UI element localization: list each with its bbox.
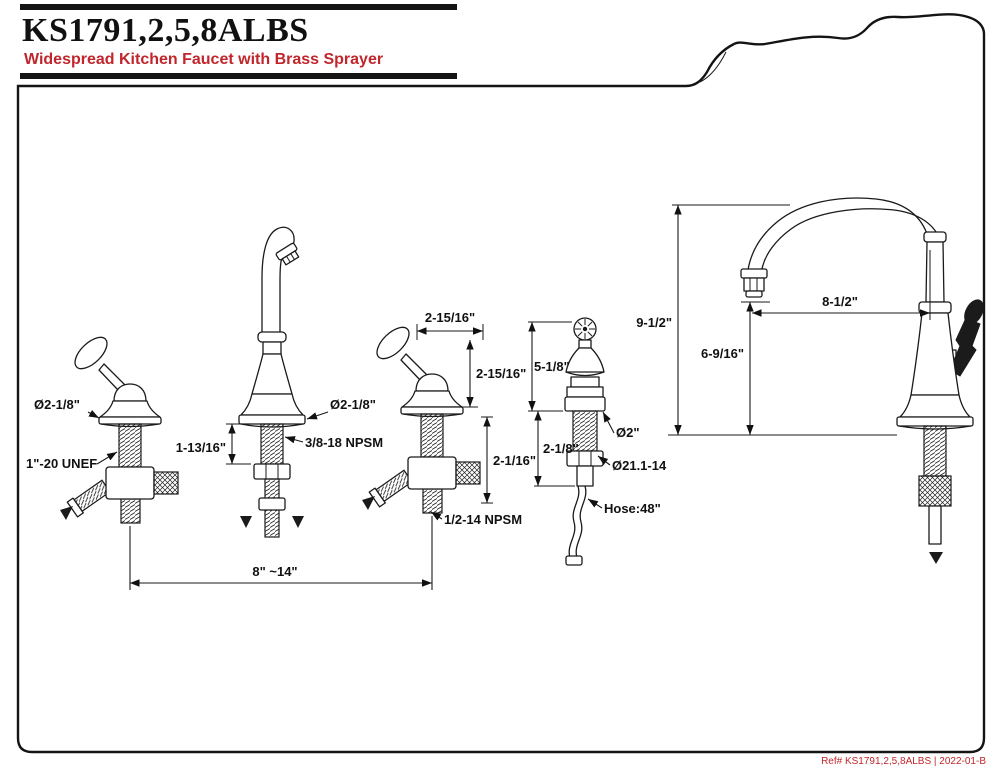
dim-valve-outlet-thread: 1/2-14 NPSM [430,511,522,527]
title-rule-bottom [20,72,457,79]
faucet-height-label: 9-1/2" [636,315,672,330]
sprayer-base-diameter-label: Ø2" [616,425,640,440]
dim-hose-length: Hose:48" [587,498,661,516]
dim-sprayer-thread: Ø21.1-14 [597,455,667,473]
sprayer-height-label: 5-1/8" [534,359,570,374]
dim-spout-base-diameter: Ø2-1/8" [306,397,376,420]
dim-spread-range: 8" ~14" [129,516,433,590]
faucet-side-view [740,197,984,564]
dim-sprayer-base-diameter: Ø2" [602,411,640,440]
dim-spout-outlet-height: 6-9/16" [701,301,770,435]
footer-reference: Ref# KS1791,2,5,8ALBS | 2022-01-B [821,756,986,767]
right-valve-assembly [361,321,481,514]
dim-spout-shank-length: 1-13/16" [176,423,258,465]
handle-height-label: 2-15/16" [476,366,526,381]
spout-shank-length-label: 1-13/16" [176,440,226,455]
hose-length-label: Hose:48" [604,501,661,516]
page-curl-line [699,51,727,83]
model-title: KS1791,2,5,8ALBS [22,12,309,49]
dim-left-valve-diameter: Ø2-1/8" [34,397,100,419]
spout-aerator-side [740,268,768,298]
valve-body-height-label: 2-1/16" [493,453,536,468]
title-block: KS1791,2,5,8ALBS Widespread Kitchen Fauc… [20,4,457,79]
sprayer-thread-label: Ø21.1-14 [612,458,667,473]
left-valve-diameter-label: Ø2-1/8" [34,397,80,412]
dim-faucet-height: 9-1/2" [636,204,897,436]
dim-sprayer-shank-height: 2-1/8" [534,411,579,487]
spout-reach-label: 8-1/2" [822,294,858,309]
spread-range-label: 8" ~14" [252,564,297,579]
sprayer-nozzle-star [575,319,595,339]
sprayer-hose [575,485,587,559]
dim-valve-body-height: 2-1/16" [481,416,536,504]
valve-outlet-thread-label: 1/2-14 NPSM [444,512,522,527]
handle-width-label: 2-15/16" [425,310,475,325]
dim-spout-shank-thread: 3/8-18 NPSM [284,435,383,450]
page-border [16,13,986,754]
dim-left-valve-thread: 1"-20 UNEF [26,451,118,471]
spout-base-diameter-label: Ø2-1/8" [330,397,376,412]
spout-shank-thread-label: 3/8-18 NPSM [305,435,383,450]
left-valve-assembly [59,331,179,524]
sprayer-front-view [564,317,606,566]
spout-tube [747,197,930,271]
spout-outlet-height-label: 6-9/16" [701,346,744,361]
dim-handle-width: 2-15/16" [416,310,484,340]
dim-sprayer-height: 5-1/8" [528,321,572,412]
spout-front-view [238,226,306,538]
dim-spout-reach: 8-1/2" [752,250,931,320]
dim-handle-height: 2-15/16" [462,340,526,408]
title-rule-top [20,4,457,10]
left-valve-thread-label: 1"-20 UNEF [26,456,97,471]
spout-aerator-front [275,242,300,266]
product-subtitle: Widespread Kitchen Faucet with Brass Spr… [24,50,384,68]
sprayer-shank-height-label: 2-1/8" [543,441,579,456]
